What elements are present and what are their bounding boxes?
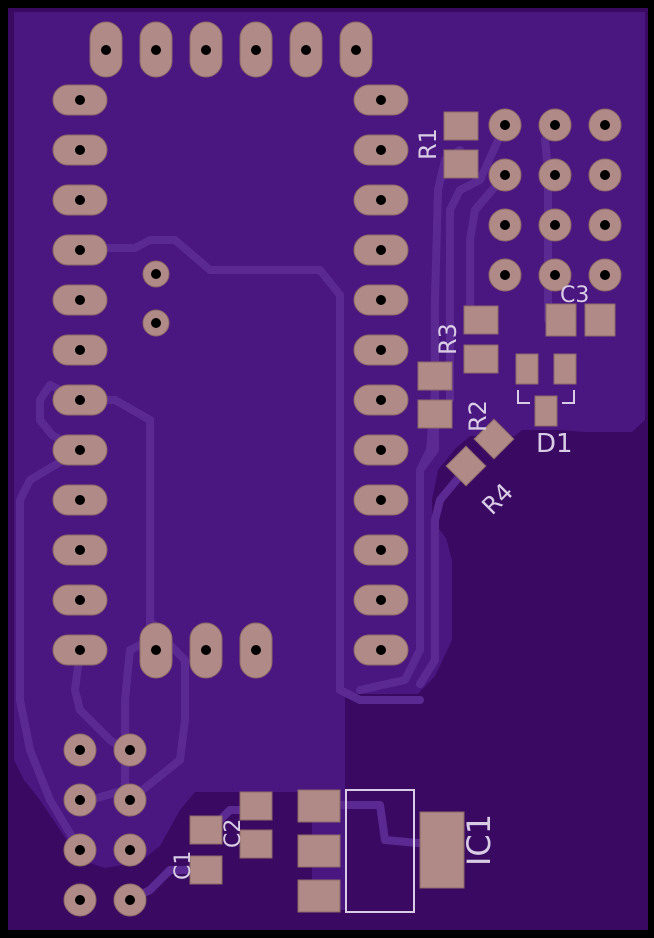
module-pin [52, 384, 108, 416]
bottom-pin [139, 622, 173, 679]
header-pin [113, 733, 147, 767]
module-pin [52, 334, 108, 366]
c3-pad [545, 303, 577, 337]
header-top [89, 21, 373, 78]
d1-pad [553, 353, 577, 385]
header-pin [63, 733, 97, 767]
module-pin [52, 184, 108, 216]
r1-pad [443, 149, 479, 179]
c2-pad [239, 829, 273, 859]
connector-grid [488, 108, 622, 292]
header-pin [63, 783, 97, 817]
module-pin [52, 584, 108, 616]
label-r1: R1 [414, 128, 442, 160]
c1-pad [189, 815, 223, 845]
grid-pin [538, 208, 572, 242]
label-c3: C3 [560, 283, 589, 308]
ic1-pad [297, 834, 341, 868]
module-pin [353, 284, 409, 316]
smd-components [189, 111, 616, 913]
grid-pin [488, 158, 522, 192]
module-pin [52, 234, 108, 266]
module-pin [52, 534, 108, 566]
module-pin [353, 384, 409, 416]
module-left-pads [52, 84, 108, 666]
label-r3: R3 [434, 323, 462, 355]
module-bottom-pads [139, 622, 273, 679]
connector-bottom-left [63, 733, 147, 917]
grid-pin [538, 108, 572, 142]
module-pin [353, 484, 409, 516]
r4-pad [445, 445, 487, 487]
module-pin [353, 434, 409, 466]
module-pin [353, 534, 409, 566]
module-pin [353, 234, 409, 266]
module-pin [353, 134, 409, 166]
grid-pin [588, 108, 622, 142]
c2-pad [239, 791, 273, 821]
ic1-pad [297, 879, 341, 913]
header-pin [339, 21, 373, 78]
r1-pad [443, 111, 479, 141]
grid-pin [488, 208, 522, 242]
module-pin [52, 84, 108, 116]
header-pin [113, 833, 147, 867]
r3-pad [463, 344, 499, 374]
module-pin [353, 584, 409, 616]
module-right-pads [353, 84, 409, 666]
grid-pin [488, 108, 522, 142]
module-pin [52, 634, 108, 666]
r4-pad [473, 418, 515, 460]
label-d1: D1 [536, 429, 573, 459]
module-pin [52, 434, 108, 466]
label-r2: R2 [464, 400, 492, 432]
ic1-pad [297, 789, 341, 823]
d1-outline [517, 390, 575, 404]
label-c2: C2 [221, 819, 246, 848]
bottom-pin [189, 622, 223, 679]
module-pin [353, 334, 409, 366]
label-ic1: IC1 [460, 814, 498, 866]
c1-pad [189, 855, 223, 885]
r3-pad [463, 305, 499, 335]
grid-pin [588, 158, 622, 192]
module-pin [353, 634, 409, 666]
header-pin [139, 21, 173, 78]
r2-pad [417, 361, 453, 391]
ic1-outline [345, 789, 415, 913]
grid-pin [538, 158, 572, 192]
module-pin [353, 184, 409, 216]
label-c1: C1 [171, 851, 196, 880]
bottom-pin [239, 622, 273, 679]
c3-pad [584, 303, 616, 337]
module-pin [353, 84, 409, 116]
grid-pin [538, 258, 572, 292]
module-pin [52, 134, 108, 166]
silkscreen [345, 390, 575, 913]
d1-pad [534, 395, 558, 427]
header-pin [63, 883, 97, 917]
grid-pin [588, 208, 622, 242]
ic1-tab [419, 811, 465, 889]
d1-pad [515, 353, 539, 385]
module-pin [52, 284, 108, 316]
header-pin [289, 21, 323, 78]
module-pin [52, 484, 108, 516]
header-pin [63, 833, 97, 867]
header-pin [189, 21, 223, 78]
r2-pad [417, 399, 453, 429]
header-pin [239, 21, 273, 78]
vias [142, 260, 170, 337]
header-pin [89, 21, 123, 78]
grid-pin [588, 258, 622, 292]
grid-pin [488, 258, 522, 292]
header-pin [113, 783, 147, 817]
header-pin [113, 883, 147, 917]
